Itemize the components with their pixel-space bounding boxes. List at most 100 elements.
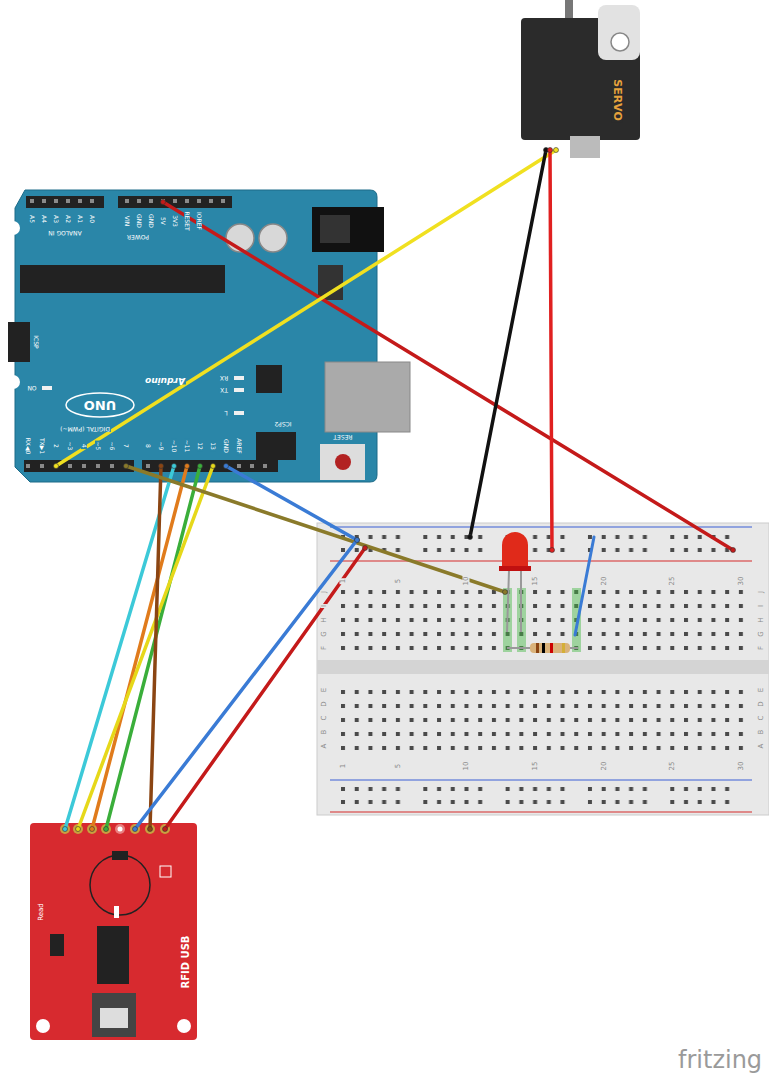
usb-connector xyxy=(325,362,410,432)
part-label: 30 xyxy=(737,576,744,587)
part-label: 4 xyxy=(81,443,87,449)
part-label: B xyxy=(758,729,765,736)
wire-end xyxy=(104,827,109,832)
watermark: fritzing xyxy=(678,1048,762,1072)
part-label: ~11 xyxy=(184,439,190,454)
resistor-band xyxy=(536,643,539,653)
wire-end xyxy=(731,548,736,553)
wire xyxy=(54,148,559,469)
dc-jack-inner xyxy=(320,215,350,243)
part-label: D xyxy=(321,700,328,707)
led-indicator xyxy=(234,376,244,380)
part-label: IOREF xyxy=(196,211,202,231)
wire-line xyxy=(470,150,546,537)
wire-line xyxy=(150,466,161,829)
part-label: E xyxy=(758,687,765,693)
rail-line xyxy=(330,780,752,781)
part-label: 25 xyxy=(669,576,676,587)
usb-chip xyxy=(256,365,282,393)
rail-holes xyxy=(341,535,741,554)
wire-end xyxy=(503,590,508,595)
pin-header xyxy=(26,196,104,208)
wire-end xyxy=(163,827,168,832)
part-label: GND xyxy=(223,438,229,454)
part-label: H xyxy=(758,616,765,623)
part-label: A5 xyxy=(29,214,35,224)
usb-port xyxy=(100,1008,128,1028)
part-label: Arduino xyxy=(144,376,186,385)
part-label: VIN xyxy=(124,215,130,227)
part-label: H xyxy=(321,616,328,623)
wire xyxy=(548,148,555,553)
part-label: 12 xyxy=(197,441,203,451)
wire-line xyxy=(92,466,187,829)
wire xyxy=(163,546,368,832)
part-label: UNO xyxy=(83,399,118,412)
header-pins xyxy=(28,197,102,207)
wire-line xyxy=(135,540,357,829)
rail-line xyxy=(330,527,752,528)
wire-end xyxy=(172,464,177,469)
part-label: TX xyxy=(219,387,229,393)
part-label: L xyxy=(223,410,228,416)
part-label: SERVO xyxy=(612,78,623,122)
led-rim xyxy=(499,566,531,571)
led-indicator xyxy=(234,411,244,415)
wire-line xyxy=(226,466,357,540)
led-leg xyxy=(507,571,509,632)
wire xyxy=(133,538,360,832)
part-label: 5 xyxy=(394,578,401,584)
wire-line xyxy=(106,466,200,829)
mounting-hole xyxy=(6,375,20,389)
wire-line xyxy=(56,150,556,466)
usb-connector xyxy=(92,993,136,1037)
pin-header xyxy=(118,196,232,208)
wire-end xyxy=(224,464,229,469)
part-label: 2 xyxy=(53,443,59,449)
part-label: A3 xyxy=(53,214,59,224)
icsp-header xyxy=(8,322,30,362)
part-label: 3V3 xyxy=(172,214,178,228)
wire-end xyxy=(363,546,368,551)
wire-end xyxy=(161,200,166,205)
resistor-symbol xyxy=(530,643,570,653)
pin-hole xyxy=(118,827,123,832)
led-indicator xyxy=(234,388,244,392)
breadboard: 151015202530JIHGFEDCBAJIHGFEDCBA15101520… xyxy=(317,523,769,815)
logo-oval xyxy=(66,393,134,417)
part-label: 10 xyxy=(463,761,470,772)
part-label: D xyxy=(758,700,765,707)
wire xyxy=(468,148,549,540)
part-label: GND xyxy=(136,213,142,229)
servo-horn xyxy=(598,5,640,60)
part-label: 13 xyxy=(210,441,216,451)
wire xyxy=(224,464,360,543)
wire xyxy=(124,464,508,595)
part-label: 10 xyxy=(463,576,470,587)
part-label: A1 xyxy=(77,214,83,224)
part-label: E xyxy=(321,687,328,693)
icsp2-header xyxy=(256,432,296,460)
rail-line xyxy=(330,561,752,562)
wire-end xyxy=(148,827,153,832)
part-label: RFID USB xyxy=(181,935,191,990)
buzzer-part xyxy=(112,851,128,860)
part-label: C xyxy=(758,715,765,722)
resistor-band xyxy=(550,643,553,653)
part-label: 30 xyxy=(737,761,744,772)
wire-line xyxy=(550,150,552,550)
servo-mount xyxy=(570,136,600,158)
part-label: 20 xyxy=(600,576,607,587)
rfid-board-outline xyxy=(30,823,197,1040)
part-label: ANALOG IN xyxy=(47,230,82,236)
pin-pad xyxy=(115,824,125,834)
wire-end xyxy=(159,464,164,469)
part-label: TX▶1 xyxy=(39,437,45,455)
breadboard-holes xyxy=(341,590,751,656)
part-label: 15 xyxy=(532,576,539,587)
wire-line xyxy=(163,202,733,550)
wire-line xyxy=(126,466,505,592)
wire-end xyxy=(198,464,203,469)
mounting-hole xyxy=(177,1019,191,1033)
